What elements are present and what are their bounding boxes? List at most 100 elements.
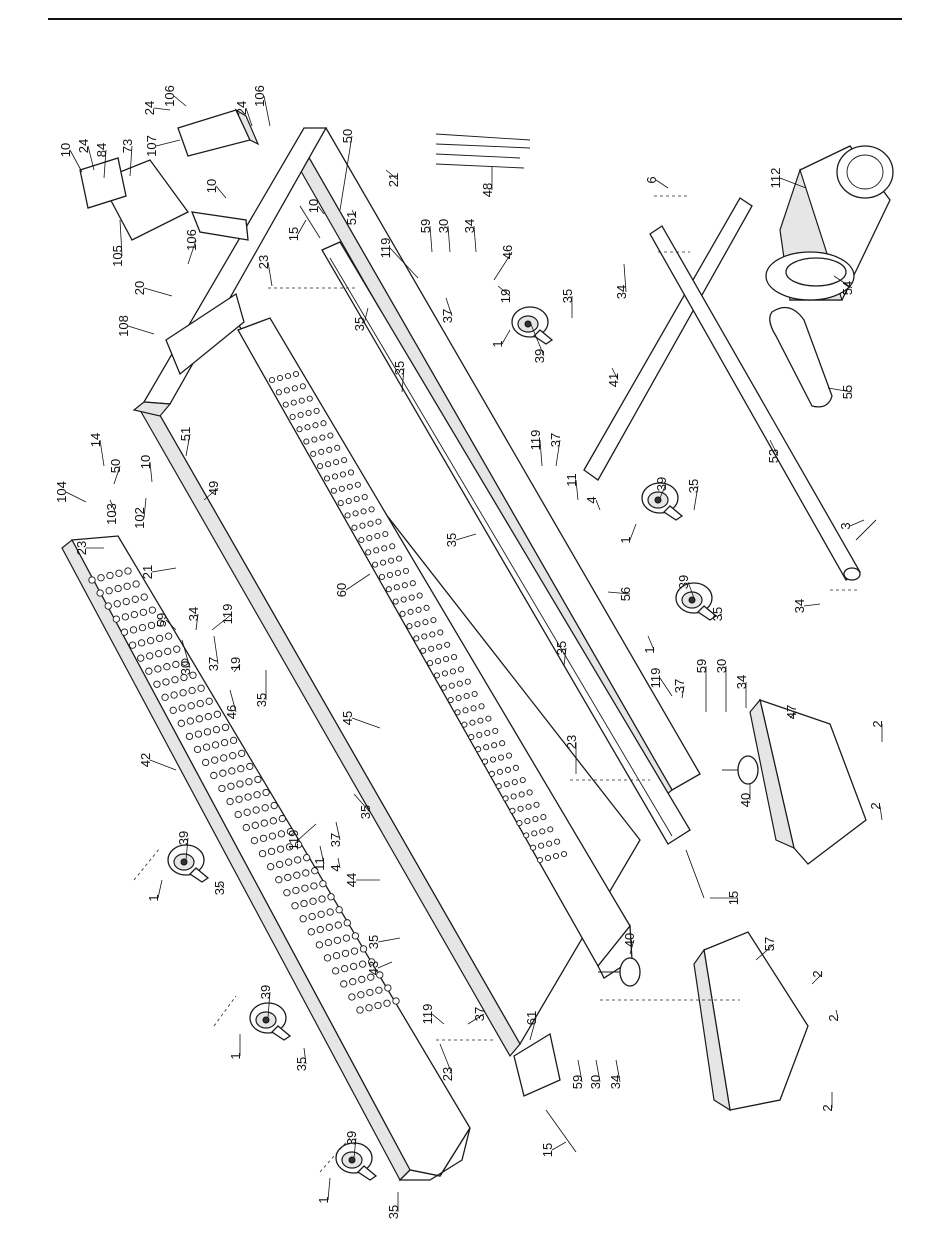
perforation-hole [544, 854, 552, 862]
perforation-hole [547, 826, 554, 833]
callout-39: 39 [258, 985, 273, 999]
wheel-clamp [249, 1002, 292, 1041]
leader-line [769, 439, 779, 457]
perforation-hole [359, 945, 368, 953]
perforation-hole [430, 617, 437, 624]
leader-line [779, 177, 807, 189]
perforation-hole [455, 694, 462, 702]
callout-21: 21 [140, 565, 155, 579]
perforation-hole [204, 712, 212, 721]
leader-line [119, 219, 123, 257]
perforation-hole [155, 650, 163, 658]
callout-59: 59 [154, 613, 169, 627]
perforation-hole [300, 899, 308, 908]
perforation-hole [325, 923, 333, 931]
perforation-hole [132, 580, 140, 588]
perforation-hole [416, 592, 423, 599]
perforation-hole [161, 693, 169, 701]
leader-line [157, 879, 163, 899]
perforation-hole [489, 756, 497, 763]
perforation-hole [218, 784, 226, 793]
perforation-hole [88, 576, 96, 584]
leader-line [681, 685, 685, 699]
callout-30: 30 [436, 219, 451, 233]
perforation-hole [436, 643, 443, 650]
perforation-hole [179, 689, 187, 697]
callout-30: 30 [178, 661, 193, 675]
perforation-hole [253, 791, 261, 799]
perforation-hole [505, 752, 513, 759]
callout-10: 10 [306, 199, 321, 213]
callout-119: 119 [286, 830, 301, 851]
perforation-hole [137, 654, 145, 662]
callout-10: 10 [58, 143, 73, 157]
perforation-hole [268, 832, 277, 840]
leader-line [263, 95, 271, 127]
perforation-hole [306, 395, 313, 402]
axle-tube [649, 225, 861, 581]
callout-39: 39 [676, 575, 691, 589]
perforation-hole [351, 524, 358, 531]
perforation-hole [420, 647, 427, 654]
front-frame [132, 127, 328, 417]
callout-21: 21 [386, 173, 401, 187]
perforation-hole [353, 496, 360, 503]
leader-line [623, 263, 627, 293]
callout-2: 2 [826, 1014, 841, 1021]
callout-46: 46 [224, 705, 239, 719]
leader-line [811, 973, 823, 985]
perforation-hole [326, 908, 334, 916]
perforation-hole [210, 771, 218, 780]
leader-line [693, 485, 699, 511]
perforation-hole [334, 921, 342, 929]
perforation-hole [221, 723, 230, 732]
perforation-hole [296, 426, 303, 433]
perforation-hole [292, 886, 300, 895]
perforation-hole [290, 399, 297, 406]
perforation-hole [156, 619, 165, 627]
callout-30: 30 [588, 1075, 603, 1089]
leader-line [229, 689, 237, 713]
perforation-hole [380, 559, 387, 566]
leader-line [363, 307, 369, 325]
perforation-hole [394, 569, 401, 576]
leader-line [335, 821, 341, 841]
perforation-hole [457, 666, 464, 673]
leader-line [529, 321, 545, 357]
perforation-hole [294, 856, 302, 864]
leader-line [445, 297, 453, 317]
perforation-hole [503, 781, 510, 788]
callout-10: 10 [138, 455, 153, 469]
leader-line [659, 677, 673, 697]
leader-line [339, 135, 353, 211]
perforation-hole [415, 606, 422, 613]
perforation-hole [115, 569, 123, 577]
leader-line [219, 883, 225, 889]
perforation-hole [250, 836, 259, 845]
callout-59: 59 [570, 1075, 585, 1089]
callout-35: 35 [392, 361, 407, 375]
perforation-hole [187, 702, 195, 710]
perforation-hole [365, 549, 372, 556]
perforation-hole [104, 602, 112, 610]
leader-line [187, 239, 197, 265]
callout-102: 102 [132, 507, 147, 529]
perforation-hole [382, 530, 389, 538]
perforation-hole [532, 816, 539, 823]
callout-61: 61 [524, 1011, 539, 1025]
leader-line [149, 461, 153, 483]
leader-line [577, 1059, 583, 1083]
leader-line [575, 479, 579, 501]
perforation-hole [421, 633, 428, 640]
perforation-hole [345, 498, 352, 505]
perforation-hole [308, 912, 316, 921]
callout-15: 15 [540, 1143, 555, 1157]
perforation-hole [267, 863, 275, 871]
callout-106: 106 [162, 85, 177, 107]
perforation-hole [123, 582, 131, 590]
perforation-hole [299, 383, 306, 390]
perforation-hole [475, 746, 482, 753]
perforation-hole [145, 667, 153, 675]
callout-39: 39 [176, 831, 191, 845]
wheel-clamps [167, 306, 718, 1181]
